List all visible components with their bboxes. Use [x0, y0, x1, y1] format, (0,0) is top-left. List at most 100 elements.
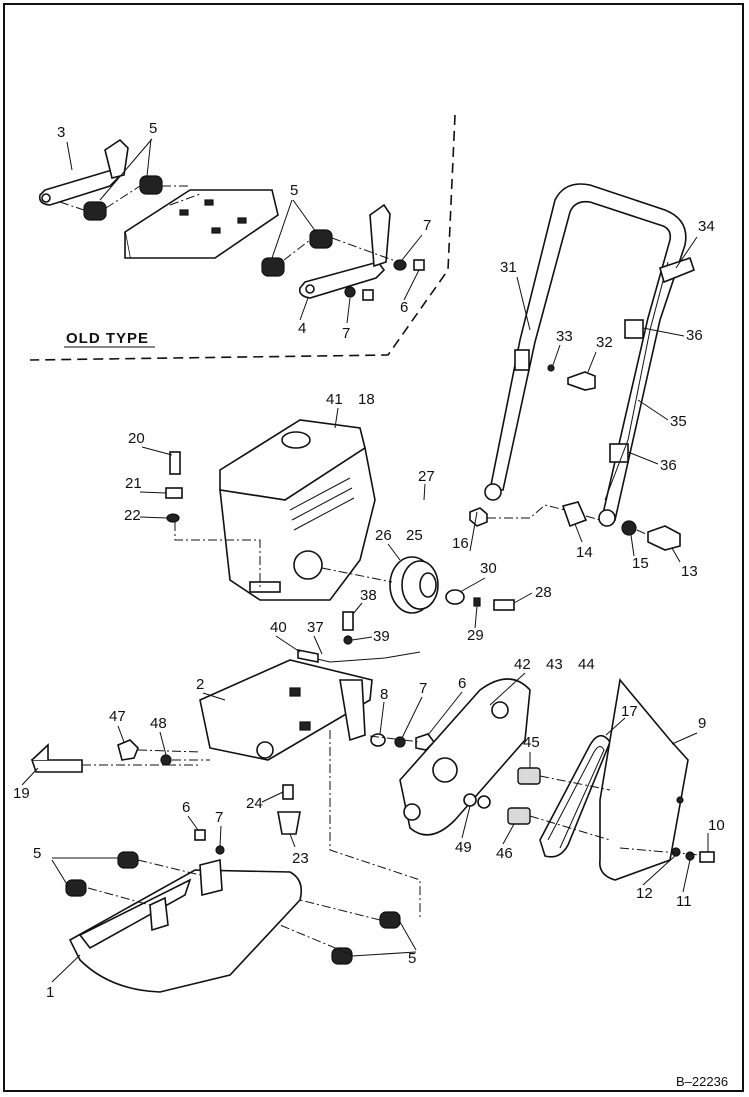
- rubber-mount-5: [65, 879, 87, 897]
- engine-mount-foot: [249, 581, 281, 593]
- engine-output-shaft: [293, 550, 323, 580]
- bolt-38: [342, 611, 354, 631]
- cable-end-40: [297, 649, 319, 663]
- washer-33: [547, 364, 555, 372]
- handle-eye-right: [598, 509, 616, 527]
- engine-body: [219, 446, 376, 601]
- callout-18: 18: [358, 391, 375, 408]
- link-plate-3-hole: [41, 193, 51, 203]
- cable-clamp-36: [624, 319, 644, 339]
- rubber-mount-5a: [139, 175, 163, 195]
- bolt-20: [169, 451, 181, 475]
- bolt-13: [647, 525, 681, 551]
- v-belt-inner: [547, 746, 605, 849]
- callout-41: 41: [326, 391, 343, 408]
- old-type-label: OLD TYPE: [66, 330, 149, 347]
- base-plate-1: [65, 829, 401, 993]
- callout-6: 6: [400, 299, 408, 316]
- callout-17: 17: [621, 703, 638, 720]
- callout-34: 34: [698, 218, 715, 235]
- callout-7: 7: [215, 809, 223, 826]
- throttle-cable-35: [604, 261, 669, 501]
- frame-upright: [339, 679, 366, 742]
- washer-49: [477, 795, 491, 809]
- rubber-mount-5d: [261, 257, 285, 277]
- washer-11: [685, 851, 695, 861]
- callout-28: 28: [535, 584, 552, 601]
- washer-22: [166, 513, 180, 523]
- spacer-45: [517, 767, 541, 785]
- handle-assembly: [469, 183, 695, 551]
- callout-5: 5: [33, 845, 41, 862]
- frame-slot: [299, 721, 311, 731]
- callout-48: 48: [150, 715, 167, 732]
- callout-6: 6: [182, 799, 190, 816]
- base-mount-bracket: [199, 858, 223, 897]
- callout-3: 3: [57, 124, 65, 141]
- nut-6: [413, 259, 425, 271]
- callout-23: 23: [292, 850, 309, 867]
- callout-45: 45: [523, 734, 540, 751]
- callout-25: 25: [406, 527, 423, 544]
- rubber-mount-5b: [83, 201, 107, 221]
- callout-4: 4: [298, 320, 306, 337]
- cover-hole: [676, 796, 684, 804]
- callout-29: 29: [467, 627, 484, 644]
- rubber-mount-5: [331, 947, 353, 965]
- callout-15: 15: [632, 555, 649, 572]
- frame-assembly-lines: [82, 730, 421, 918]
- lock-washer-29: [473, 597, 481, 607]
- callout-43: 43: [546, 656, 563, 673]
- drive-assembly: [399, 678, 715, 881]
- v-belt-17: [539, 734, 611, 858]
- callout-39: 39: [373, 628, 390, 645]
- callout-11: 11: [676, 893, 692, 910]
- callout-26: 26: [375, 527, 392, 544]
- handle-assembly-lines: [487, 504, 649, 536]
- callout-32: 32: [596, 334, 613, 351]
- link-plate-3: [38, 169, 120, 206]
- nut-16: [469, 507, 488, 527]
- clutch-hub: [419, 572, 437, 598]
- washer-39: [343, 635, 353, 645]
- fuel-cap: [281, 431, 311, 449]
- callout-27: 27: [418, 468, 435, 485]
- callout-35: 35: [670, 413, 687, 430]
- engine-cooling-fins: [289, 477, 355, 531]
- nut-21: [165, 487, 183, 499]
- callout-24: 24: [246, 795, 263, 812]
- callout-7: 7: [342, 325, 350, 342]
- callout-9: 9: [698, 715, 706, 732]
- stud-24: [282, 784, 294, 800]
- callout-19: 19: [13, 785, 30, 802]
- plate-19: [30, 759, 83, 773]
- callout-44: 44: [578, 656, 595, 673]
- bolt-28: [493, 599, 515, 611]
- rubber-mount-5: [379, 911, 401, 929]
- spacer-46: [507, 807, 531, 825]
- washer-15: [621, 520, 637, 536]
- callout-10: 10: [708, 817, 725, 834]
- bushing-14: [561, 501, 588, 528]
- crankshaft-axis: [321, 567, 393, 583]
- callout-5: 5: [290, 182, 298, 199]
- guard-hole: [432, 757, 458, 783]
- callout-40: 40: [270, 619, 287, 636]
- callout-38: 38: [360, 587, 377, 604]
- frame-slot: [289, 687, 301, 697]
- link-plate-4-bracket: [369, 203, 391, 268]
- callout-47: 47: [109, 708, 126, 725]
- frame-plate: [199, 659, 373, 761]
- rubber-mount-5c: [309, 229, 333, 249]
- callout-31: 31: [500, 259, 517, 276]
- washer-7: [215, 845, 225, 855]
- frame-hole: [256, 741, 274, 759]
- nut-47: [117, 739, 139, 761]
- bracket-slot: [237, 217, 247, 224]
- washer-7: [344, 286, 356, 298]
- nut-6: [194, 829, 206, 841]
- callout-7: 7: [423, 217, 431, 234]
- link-plate-3-bracket: [104, 138, 129, 179]
- callout-22: 22: [124, 507, 141, 524]
